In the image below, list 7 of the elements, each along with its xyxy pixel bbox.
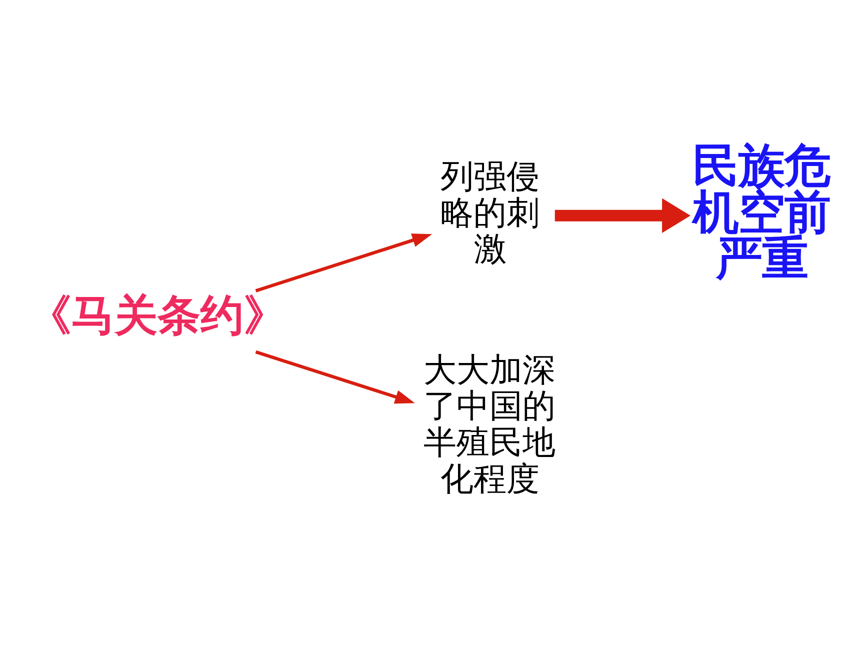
arrow xyxy=(255,233,432,292)
node-text: 《马关条约》 xyxy=(28,290,287,341)
node-text: 大大加深了中国的半殖民地化程度 xyxy=(423,349,556,498)
arrow xyxy=(554,198,690,233)
node-text: 民族危机空前严重 xyxy=(692,138,831,285)
node-text: 列强侵略的刺激 xyxy=(440,156,540,268)
arrow xyxy=(255,350,415,404)
